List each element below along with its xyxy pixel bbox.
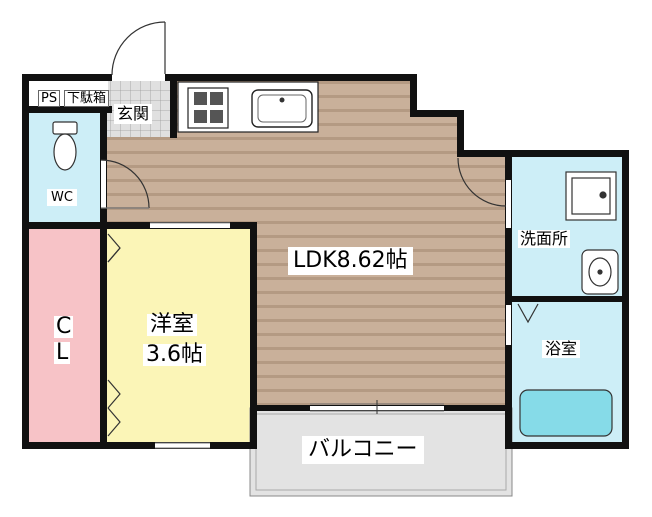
kitchen-sink: [251, 89, 313, 128]
closet-label-l: L: [54, 340, 71, 365]
closet-label-c: C: [54, 314, 74, 339]
washing-machine-pan: [565, 171, 617, 221]
ps-label: PS: [38, 90, 61, 107]
closet-doors: [107, 233, 121, 437]
entrance-label: 玄関: [114, 104, 153, 124]
shoe-box-label: 下駄箱: [64, 90, 110, 107]
bathtub: [519, 389, 613, 437]
washroom-label: 洗面所: [518, 229, 571, 248]
bathroom-label: 浴室: [542, 340, 581, 358]
doors: [100, 21, 539, 324]
toilet: [52, 121, 78, 171]
balcony-rail: [255, 413, 507, 491]
western-room-size: 3.6帖: [143, 344, 206, 366]
washbasin: [581, 249, 619, 295]
ldk-label: LDK8.62帖: [288, 247, 413, 275]
wc-label: WC: [47, 189, 77, 206]
western-room-name: 洋室: [147, 314, 198, 336]
ldk-floor: [100, 80, 512, 408]
balcony-label: バルコニー: [302, 436, 424, 464]
